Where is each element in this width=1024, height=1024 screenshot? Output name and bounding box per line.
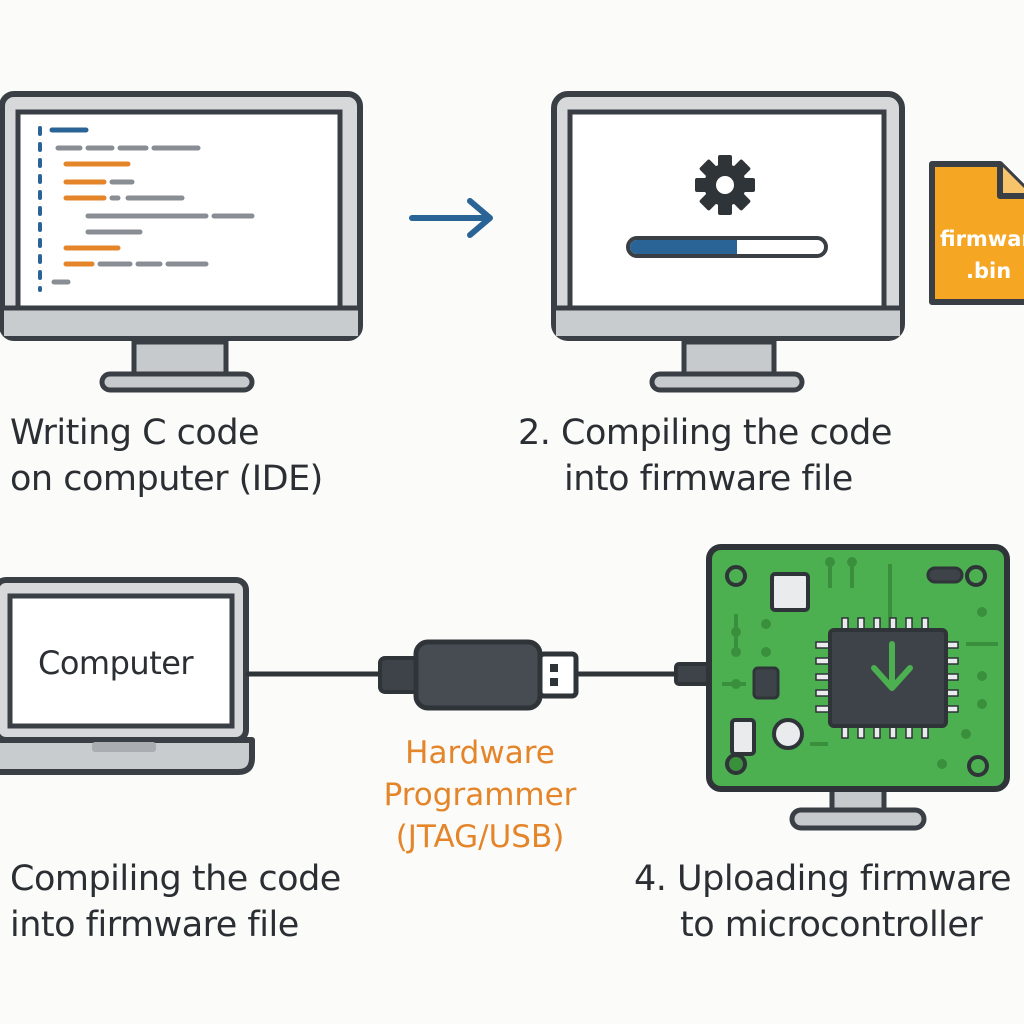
file-name-line1: firmware xyxy=(940,227,1024,251)
gear-icon xyxy=(695,155,755,215)
step2-caption-line1: 2. Compiling the code xyxy=(518,413,892,453)
step4-caption: 4. Uploading firmware to microcontroller xyxy=(634,856,1012,948)
progress-bar xyxy=(626,236,828,258)
download-arrow-icon xyxy=(871,641,913,691)
step3-caption-line2: into firmware file xyxy=(10,905,299,945)
programmer-label-line3: (JTAG/USB) xyxy=(395,819,565,855)
file-name-line2: .bin xyxy=(966,259,1012,283)
laptop-icon xyxy=(0,577,255,775)
programmer-label-line1: Hardware xyxy=(405,735,555,771)
circuit-board-icon xyxy=(706,544,1010,831)
monitor-icon-compile xyxy=(551,91,905,393)
step1-caption-line2: on computer (IDE) xyxy=(10,459,323,499)
laptop-label: Computer xyxy=(38,644,194,682)
file-icon xyxy=(929,161,1024,305)
step2-caption: 2. Compiling the code into firmware file xyxy=(518,410,892,502)
step1-caption-line1: Writing C code xyxy=(10,413,260,453)
code-lines xyxy=(38,126,255,292)
step1-caption: Writing C code on computer (IDE) xyxy=(10,410,323,502)
step2-caption-line2: into firmware file xyxy=(564,459,853,499)
monitor-icon-code xyxy=(0,91,363,393)
step4-caption-line1: 4. Uploading firmware xyxy=(634,859,1012,899)
step3-caption: Compiling the code into firmware file xyxy=(10,856,341,948)
progress-bar-fill xyxy=(630,240,737,254)
arrow-right-icon xyxy=(409,198,493,238)
step3-caption-line1: Compiling the code xyxy=(10,859,341,899)
usb-programmer-icon xyxy=(246,639,712,711)
programmer-label: Hardware Programmer (JTAG/USB) xyxy=(360,732,600,858)
step4-caption-line2: to microcontroller xyxy=(680,905,983,945)
programmer-label-line2: Programmer xyxy=(383,777,577,813)
